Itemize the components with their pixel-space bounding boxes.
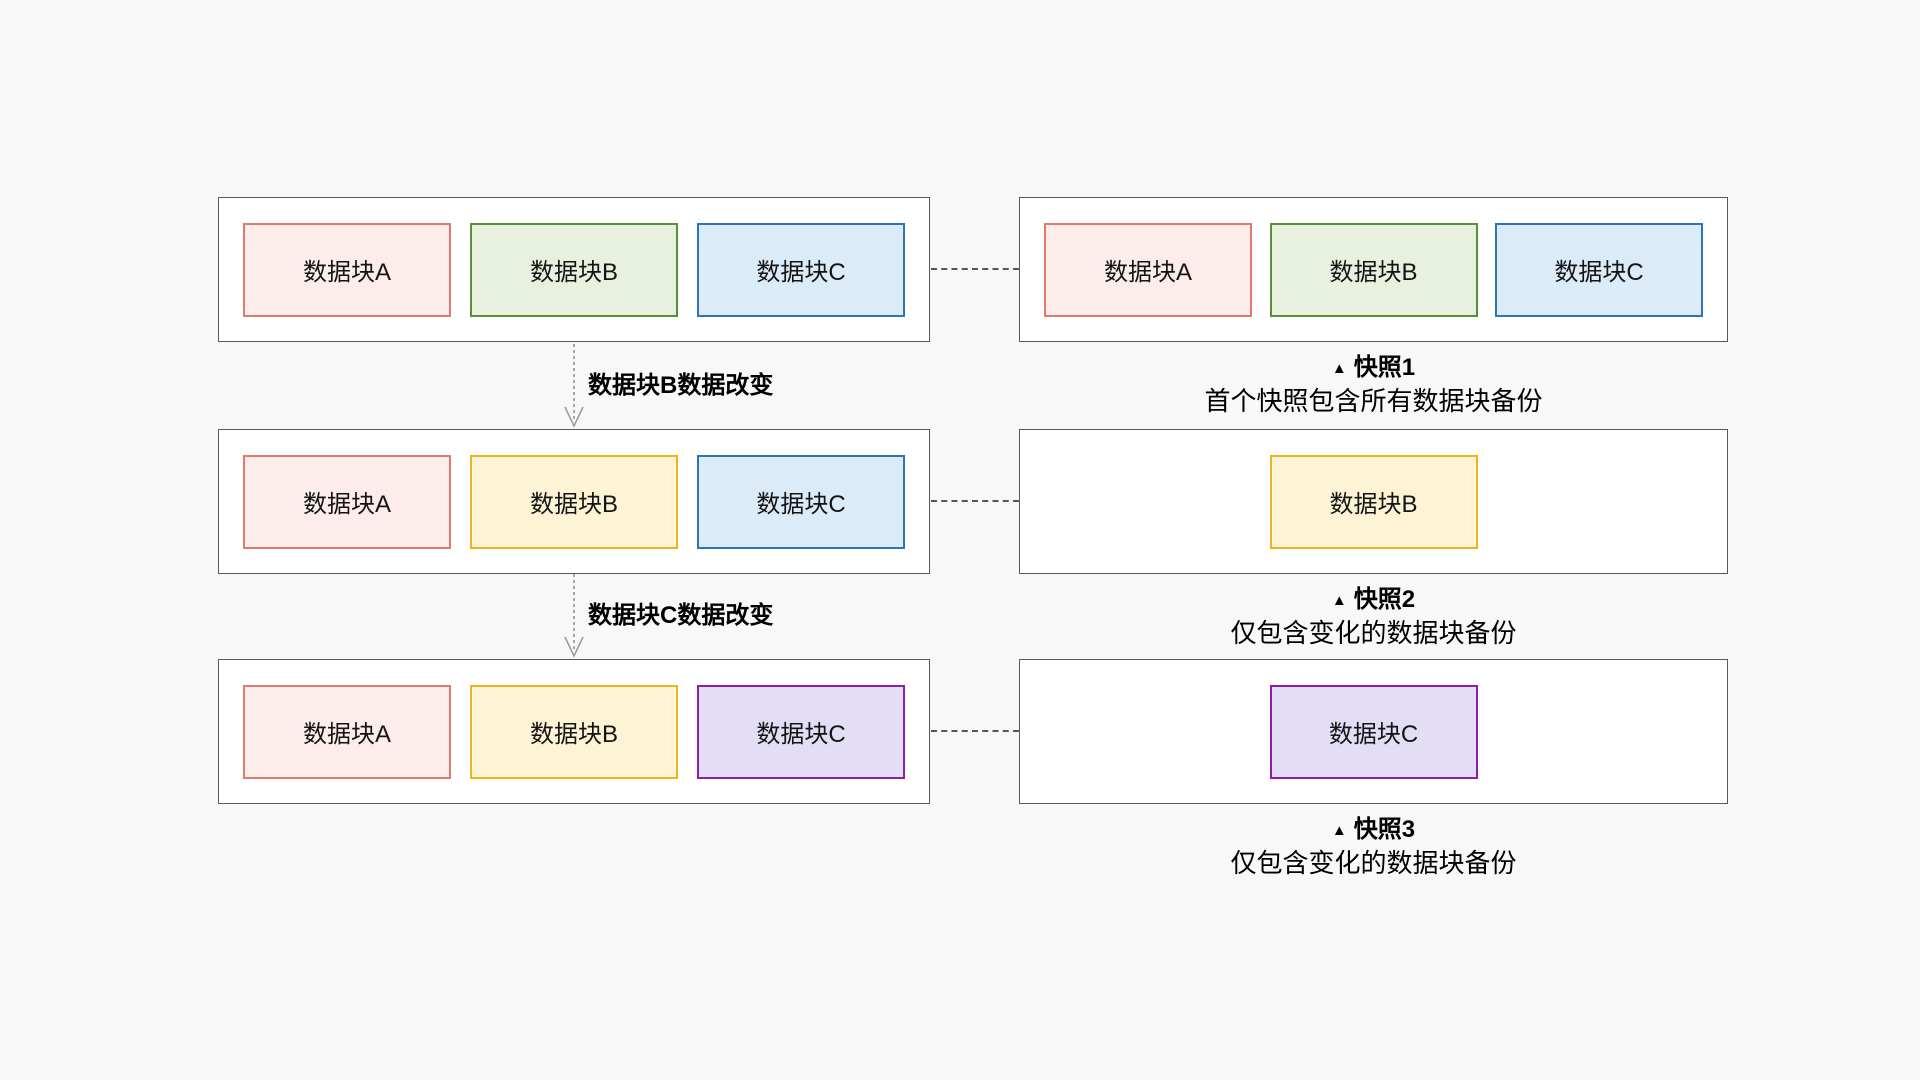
data-block-a: 数据块A bbox=[243, 454, 451, 549]
snapshot-title-text: 快照1 bbox=[1353, 354, 1416, 381]
arrow-down-icon bbox=[564, 574, 584, 658]
source-container-2: 数据块A 数据块B 数据块C bbox=[218, 429, 930, 574]
triangle-up-icon: ▲ bbox=[1331, 360, 1347, 377]
connector-dashed-line-2 bbox=[931, 500, 1019, 502]
data-block-b: 数据块B bbox=[470, 222, 678, 317]
data-block-label: 数据块B bbox=[1329, 259, 1418, 286]
source-container-1: 数据块A 数据块B 数据块C bbox=[218, 197, 930, 342]
change-label-1: 数据块B数据改变 bbox=[588, 372, 774, 399]
data-block-b: 数据块B bbox=[1269, 222, 1478, 317]
snapshot-title-text: 快照2 bbox=[1353, 586, 1416, 613]
data-block-c: 数据块C bbox=[697, 684, 905, 779]
source-container-3: 数据块A 数据块B 数据块C bbox=[218, 659, 930, 804]
data-block-label: 数据块C bbox=[1328, 721, 1419, 748]
data-block-b: 数据块B bbox=[470, 454, 678, 549]
snapshot-title: ▲ 快照3 bbox=[1019, 815, 1728, 847]
connector-dashed-line-1 bbox=[931, 268, 1019, 270]
data-block-label: 数据块A bbox=[302, 721, 391, 748]
data-block-label: 数据块A bbox=[1103, 259, 1192, 286]
data-block-label: 数据块C bbox=[756, 259, 846, 286]
snapshot-subtitle: 仅包含变化的数据块备份 bbox=[1230, 618, 1517, 648]
data-block-b: 数据块B bbox=[470, 684, 678, 779]
data-block-label: 数据块C bbox=[756, 721, 846, 748]
snapshot-subtitle: 仅包含变化的数据块备份 bbox=[1230, 848, 1517, 878]
data-block-label: 数据块B bbox=[529, 259, 618, 286]
snapshot-title: ▲ 快照1 bbox=[1019, 353, 1728, 385]
triangle-up-icon: ▲ bbox=[1331, 822, 1347, 839]
connector-dashed-line-3 bbox=[931, 730, 1019, 732]
snapshot-subtitle: 首个快照包含所有数据块备份 bbox=[1204, 386, 1543, 416]
data-block-c: 数据块C bbox=[697, 222, 905, 317]
data-block-label: 数据块C bbox=[1554, 259, 1644, 286]
data-block-label: 数据块B bbox=[529, 721, 618, 748]
data-block-c: 数据块C bbox=[697, 454, 905, 549]
snapshot-title-text: 快照3 bbox=[1353, 816, 1416, 843]
data-block-b: 数据块B bbox=[1269, 454, 1478, 549]
snapshot-container-1: 数据块A 数据块B 数据块C bbox=[1019, 197, 1728, 342]
data-block-label: 数据块A bbox=[302, 491, 391, 518]
data-block-c: 数据块C bbox=[1495, 222, 1703, 317]
data-block-label: 数据块C bbox=[756, 491, 846, 518]
data-block-label: 数据块B bbox=[529, 491, 618, 518]
arrow-down-icon bbox=[564, 344, 584, 428]
snapshot-container-2: 数据块B bbox=[1019, 429, 1728, 574]
snapshot-caption-1: ▲ 快照1 首个快照包含所有数据块备份 bbox=[1019, 353, 1728, 418]
data-block-a: 数据块A bbox=[243, 684, 451, 779]
change-label-2: 数据块C数据改变 bbox=[588, 602, 774, 629]
triangle-up-icon: ▲ bbox=[1331, 592, 1347, 609]
data-block-a: 数据块A bbox=[243, 222, 451, 317]
data-block-a: 数据块A bbox=[1044, 222, 1252, 317]
data-block-c: 数据块C bbox=[1269, 684, 1478, 779]
snapshot-title: ▲ 快照2 bbox=[1019, 585, 1728, 617]
snapshot-container-3: 数据块C bbox=[1019, 659, 1728, 804]
snapshot-caption-2: ▲ 快照2 仅包含变化的数据块备份 bbox=[1019, 585, 1728, 650]
data-block-label: 数据块A bbox=[302, 259, 391, 286]
snapshot-caption-3: ▲ 快照3 仅包含变化的数据块备份 bbox=[1019, 815, 1728, 880]
data-block-label: 数据块B bbox=[1329, 491, 1418, 518]
